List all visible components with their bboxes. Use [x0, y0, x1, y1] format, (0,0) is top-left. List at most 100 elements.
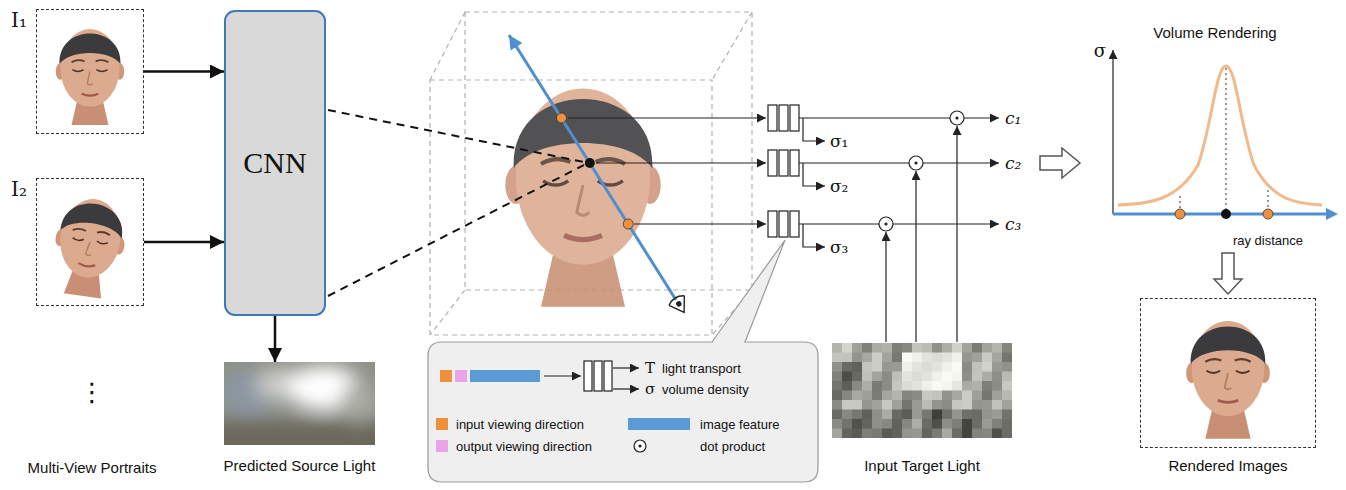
target-light-map [902, 391, 913, 401]
output-line [803, 224, 825, 247]
mlp-block [790, 211, 799, 237]
target-light-map [882, 343, 893, 353]
module-name: CNN [243, 146, 306, 180]
target-light-map [972, 381, 983, 391]
target-light-map [922, 381, 933, 391]
target-light-map [852, 400, 863, 410]
projection-line [328, 110, 584, 296]
target-light-map [872, 343, 883, 353]
target-light-map [902, 419, 913, 429]
mlp-block [779, 150, 788, 176]
target-light-map [1002, 353, 1012, 363]
target-light-map [872, 400, 883, 410]
target-light-map [882, 391, 893, 401]
target-light-map [922, 343, 933, 353]
target-light-map [852, 362, 863, 372]
target-light-map [902, 381, 913, 391]
target-light-map [902, 372, 913, 382]
camera-ray [667, 293, 691, 317]
target-light-map [842, 419, 853, 429]
dot-product-circle [879, 111, 964, 231]
target-light-map [982, 362, 993, 372]
output-line [956, 126, 957, 342]
target-light-map [962, 353, 973, 363]
bounding-cube [712, 12, 752, 80]
target-light-map [942, 362, 953, 372]
output-description: light transport [662, 361, 741, 376]
target-light-map [942, 429, 953, 439]
mlp-block [768, 211, 777, 237]
camera-ray [585, 158, 595, 168]
mlp-block [779, 105, 788, 131]
output-symbol: σ [645, 380, 655, 398]
plot-panel: Volume Rendering [1090, 20, 1340, 250]
predicted-light-map [224, 362, 375, 445]
target-light-map [992, 343, 1003, 353]
target-light-map [892, 353, 903, 363]
target-light-map [962, 429, 973, 439]
target-light-map [862, 381, 873, 391]
mlp-block [790, 105, 799, 131]
target-light-map [942, 381, 953, 391]
target-light-map [892, 410, 903, 420]
target-light-map [882, 362, 893, 372]
target-light-map [832, 343, 1012, 438]
dot-product-dot [884, 222, 887, 225]
sample-line [634, 223, 766, 224]
density-output: σ₂ [830, 176, 848, 196]
target-light-map [972, 372, 983, 382]
image-caption: Rendered Images [1168, 457, 1287, 474]
target-light-map [932, 410, 943, 420]
target-light-map [882, 429, 893, 439]
target-light-map [932, 343, 943, 353]
target-light-map [1002, 419, 1012, 429]
density-plot [1263, 209, 1273, 219]
target-light-map [892, 400, 903, 410]
target-light-map [952, 419, 963, 429]
target-light-map [952, 400, 963, 410]
portrait-photo [1141, 299, 1315, 447]
target-light-map [862, 353, 873, 363]
target-light-map [1002, 429, 1012, 439]
output-line [803, 163, 825, 186]
dot-product-circle [950, 111, 964, 125]
target-light-map [902, 353, 913, 363]
target-light-map [922, 429, 933, 439]
portrait-photo [56, 29, 124, 125]
target-light-map [832, 353, 843, 363]
target-light-map [952, 381, 963, 391]
target-light-map [942, 410, 953, 420]
target-light-map [872, 429, 883, 439]
target-light-map [992, 362, 1003, 372]
callout-bubble [470, 370, 540, 382]
callout-bubble [428, 240, 818, 482]
target-light-map [852, 419, 863, 429]
callout-bubble [613, 388, 639, 389]
group-caption: Multi-View Portraits [28, 459, 157, 476]
target-light-map [892, 343, 903, 353]
target-light-map [972, 353, 983, 363]
target-light-map [962, 372, 973, 382]
target-light-map [832, 410, 843, 420]
target-light-map [992, 391, 1003, 401]
target-light-map [932, 419, 943, 429]
portrait-photo [56, 29, 124, 125]
flow-arrow [144, 241, 224, 244]
portrait-photo [37, 179, 143, 305]
callout-bubble [594, 361, 602, 391]
target-light-map [912, 353, 923, 363]
output-line [799, 162, 909, 163]
legend-text: output viewing direction [456, 439, 592, 454]
legend-swatch [628, 418, 690, 430]
output-line [799, 223, 879, 224]
camera-ray [557, 113, 567, 123]
target-light-map [852, 410, 863, 420]
target-light-map [932, 353, 943, 363]
output-line [799, 118, 999, 342]
target-light-map [892, 372, 903, 382]
target-light-map [842, 429, 853, 439]
callout-bubble [544, 375, 581, 376]
flow-arrow [274, 316, 277, 362]
